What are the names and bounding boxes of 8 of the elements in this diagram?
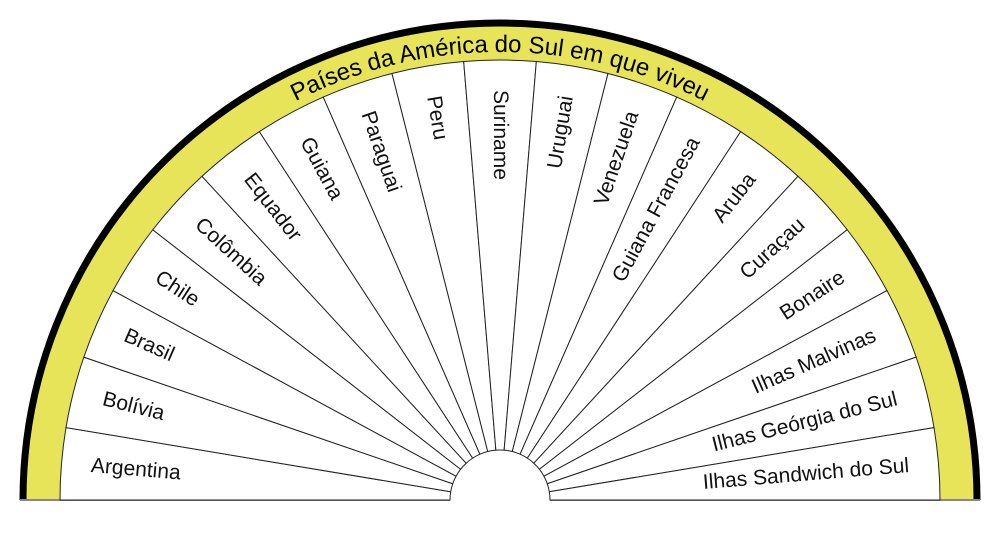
country-label: Chile [150, 266, 204, 312]
country-label: Argentina [90, 454, 182, 486]
country-label: Ilhas Sandwich do Sul [702, 454, 910, 496]
country-label: Uruguai [544, 94, 580, 170]
country-label: Suriname [488, 90, 512, 180]
country-label: Brasil [120, 324, 178, 368]
country-label: Peru [420, 94, 452, 142]
country-label: Bolívia [100, 388, 167, 426]
